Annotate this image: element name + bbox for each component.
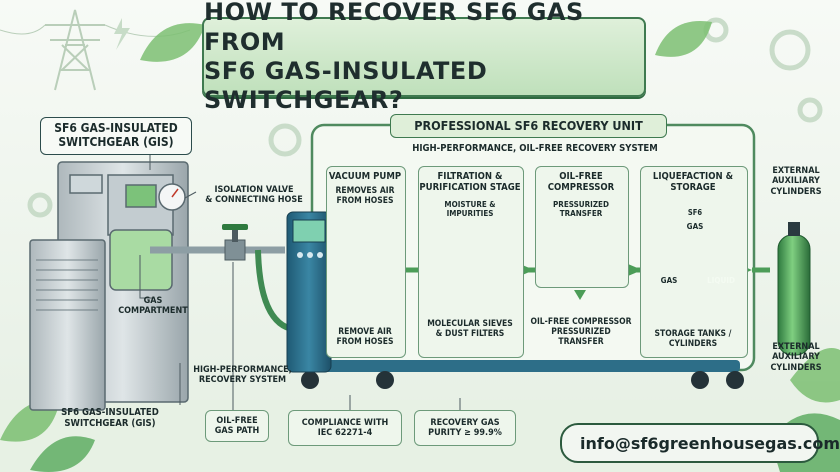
vacuum-pump-title: VACUUM PUMP xyxy=(324,171,406,183)
gis-header-label: SF6 GAS-INSULATED SWITCHGEAR (GIS) xyxy=(40,117,192,155)
compliance-line-1: COMPLIANCE WITH xyxy=(301,417,389,428)
filtration-bottom-line-2: & DUST FILTERS xyxy=(435,328,505,339)
filtration-desc-line-1: MOISTURE & xyxy=(444,200,496,209)
recovery-unit-subtitle: HIGH-PERFORMANCE, OIL-FREE RECOVERY SYST… xyxy=(390,143,680,155)
leader-lines xyxy=(139,153,461,410)
storage-liquid: LIQUID xyxy=(703,276,739,285)
recovery-system-label: HIGH-PERFORMANCE, RECOVERY SYSTEM xyxy=(185,365,300,386)
gis-header-line-2: SWITCHGEAR (GIS) xyxy=(58,135,174,149)
gis-switchgear xyxy=(29,161,189,411)
external-cylinder-icon xyxy=(752,222,811,356)
contact-email-pill[interactable]: info@sf6greenhousegas.com xyxy=(560,423,840,463)
gas-compartment-label: GAS COMPARTMENT xyxy=(108,296,198,317)
storage-bottom: STORAGE TANKS / CYLINDERS xyxy=(638,329,748,350)
storage-bottom-line-1: STORAGE TANKS / xyxy=(654,329,732,339)
vacuum-pump-desc-line-1: REMOVES AIR xyxy=(335,186,395,196)
storage-liquid-text: LIQUID xyxy=(707,276,735,285)
recovery-unit-title-text: PROFESSIONAL SF6 RECOVERY UNIT xyxy=(414,117,643,133)
external-cylinders-bottom: EXTERNAL AUXILIARY CYLINDERS xyxy=(758,342,834,373)
filtration-desc-line-2: IMPURITIES xyxy=(446,209,494,219)
storage-sf6-tag-text: SF6 xyxy=(687,208,703,217)
compressor-desc: PRESSURIZED TRANSFER xyxy=(533,200,629,218)
filtration-title-line-1: FILTRATION & xyxy=(437,171,503,182)
storage-gas-side-text: GAS xyxy=(660,276,678,285)
compressor-desc-line-1: PRESSURIZED xyxy=(553,200,609,209)
purity-line-1: RECOVERY GAS xyxy=(430,417,500,428)
storage-gas-top-text: GAS xyxy=(686,222,704,231)
filtration-bottom-line-1: MOLECULAR SIEVES xyxy=(427,319,513,329)
compressor-bottom-line-2: PRESSURIZED xyxy=(551,326,611,337)
external-bottom-line-3: CYLINDERS xyxy=(770,362,822,373)
storage-sf6-tag: SF6 xyxy=(680,208,710,218)
storage-title-line-1: LIQUEFACTION & xyxy=(652,171,734,182)
title-line-1: HOW TO RECOVER SF6 GAS FROM xyxy=(204,0,584,56)
vacuum-pump-bottom-line-1: REMOVE AIR xyxy=(338,327,392,337)
storage-gas-top: GAS xyxy=(680,222,710,231)
compressor-bottom-line-1: OIL-FREE COMPRESSOR xyxy=(530,317,632,327)
filtration-desc: MOISTURE & IMPURITIES xyxy=(416,200,524,218)
gis-footer-label: SF6 GAS-INSULATED SWITCHGEAR (GIS) xyxy=(45,407,175,430)
compressor-bottom-line-3: TRANSFER xyxy=(558,336,604,347)
infographic-title: HOW TO RECOVER SF6 GAS FROM SF6 GAS-INSU… xyxy=(202,0,646,114)
compressor-bottom: OIL-FREE COMPRESSOR PRESSURIZED TRANSFER xyxy=(530,317,632,347)
oil-free-path-badge: OIL-FREE GAS PATH xyxy=(205,410,269,442)
external-top-line-2: AUXILIARY xyxy=(772,176,820,187)
compressor-title-line-1: OIL-FREE xyxy=(559,171,603,182)
recovery-system-line-2: RECOVERY SYSTEM xyxy=(198,375,287,386)
vacuum-pump-title-text: VACUUM PUMP xyxy=(328,171,402,182)
control-console xyxy=(286,211,332,373)
compressor-desc-line-2: TRANSFER xyxy=(559,209,603,219)
external-bottom-line-1: EXTERNAL xyxy=(772,342,820,352)
lightning-icon xyxy=(114,18,130,50)
compliance-line-2: IEC 62271-4 xyxy=(317,428,373,438)
vacuum-pump-bottom: REMOVE AIR FROM HOSES xyxy=(324,327,406,348)
purity-badge: RECOVERY GAS PURITY ≥ 99.9% xyxy=(414,410,516,446)
purity-line-2: PURITY ≥ 99.9% xyxy=(428,428,502,438)
recovery-unit-title: PROFESSIONAL SF6 RECOVERY UNIT xyxy=(390,114,667,138)
vacuum-pump-desc: REMOVES AIR FROM HOSES xyxy=(324,186,406,207)
external-top-line-3: CYLINDERS xyxy=(770,186,822,197)
storage-title: LIQUEFACTION & STORAGE xyxy=(638,171,748,194)
contact-email-text[interactable]: info@sf6greenhousegas.com xyxy=(580,433,840,453)
compressor-stage-panel xyxy=(535,166,629,288)
filtration-title-line-2: PURIFICATION STAGE xyxy=(419,181,521,193)
vacuum-pump-bottom-line-2: FROM HOSES xyxy=(336,336,394,347)
storage-bottom-line-2: CYLINDERS xyxy=(668,338,718,349)
gis-header-line-1: SF6 GAS-INSULATED xyxy=(54,121,178,136)
oil-free-line-2: GAS PATH xyxy=(214,426,260,436)
filtration-bottom: MOLECULAR SIEVES & DUST FILTERS xyxy=(416,319,524,340)
gis-footer-line-2: SWITCHGEAR (GIS) xyxy=(64,417,156,429)
compressor-title: OIL-FREE COMPRESSOR xyxy=(533,171,629,194)
recovery-system-line-1: HIGH-PERFORMANCE, xyxy=(193,365,292,375)
external-bottom-line-2: AUXILIARY xyxy=(772,352,820,363)
storage-gas-side: GAS xyxy=(653,276,685,285)
external-cylinders-top: EXTERNAL AUXILIARY CYLINDERS xyxy=(758,166,834,197)
filtration-title: FILTRATION & PURIFICATION STAGE xyxy=(416,171,524,194)
vacuum-pump-stage-panel xyxy=(326,166,406,358)
gis-footer-line-1: SF6 GAS-INSULATED xyxy=(61,407,159,418)
gas-compartment-line-1: GAS xyxy=(143,296,163,306)
isolation-valve-label: ISOLATION VALVE & CONNECTING HOSE xyxy=(198,185,310,206)
isolation-valve-icon xyxy=(222,224,248,261)
storage-stage-panel xyxy=(640,166,748,358)
storage-title-line-2: STORAGE xyxy=(670,181,716,193)
compressor-title-line-2: COMPRESSOR xyxy=(547,181,615,193)
vacuum-pump-desc-line-2: FROM HOSES xyxy=(336,195,394,206)
external-top-line-1: EXTERNAL xyxy=(772,166,820,176)
title-line-2: SF6 GAS-INSULATED SWITCHGEAR? xyxy=(204,57,488,115)
oil-free-line-1: OIL-FREE xyxy=(216,415,258,426)
isolation-valve-line-1: ISOLATION VALVE xyxy=(214,185,294,195)
isolation-valve-line-2: & CONNECTING HOSE xyxy=(205,195,303,206)
recovery-unit-subtitle-text: HIGH-PERFORMANCE, OIL-FREE RECOVERY SYST… xyxy=(412,143,658,154)
gas-compartment-line-2: COMPARTMENT xyxy=(118,306,188,317)
filtration-stage-panel xyxy=(418,166,524,358)
compliance-badge: COMPLIANCE WITH IEC 62271-4 xyxy=(288,410,402,446)
